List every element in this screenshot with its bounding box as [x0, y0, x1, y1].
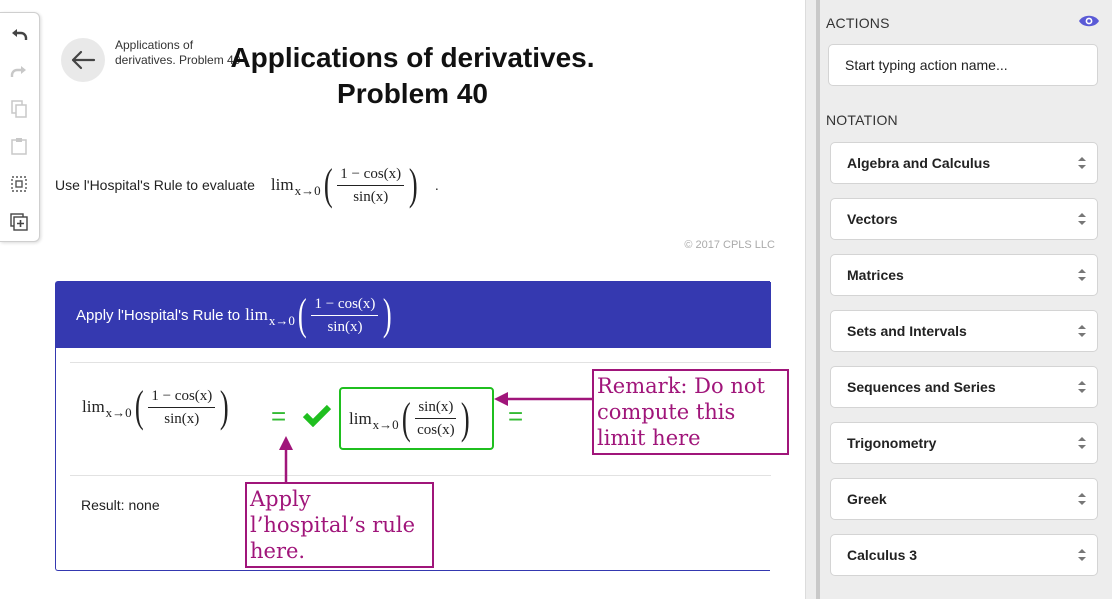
- sidebar: ACTIONS NOTATION Algebra and Calculus Ve…: [816, 0, 1112, 599]
- fraction-numerator: 1 − cos(x): [148, 387, 216, 408]
- lim-subscript: x→0: [268, 313, 295, 328]
- problem-prompt: Use l'Hospital's Rule to evaluate: [55, 177, 255, 193]
- fraction-numerator: 1 − cos(x): [337, 165, 405, 186]
- notation-label: Sequences and Series: [847, 379, 996, 395]
- lim-subscript: x→0: [372, 416, 399, 432]
- notation-label: Sets and Intervals: [847, 323, 967, 339]
- lim-label: lim: [245, 305, 268, 324]
- eye-icon[interactable]: [1078, 14, 1100, 33]
- notation-vectors[interactable]: Vectors: [830, 198, 1098, 240]
- select-arrows-icon: [1078, 549, 1086, 561]
- notation-matrices[interactable]: Matrices: [830, 254, 1098, 296]
- left-paren: (: [323, 160, 333, 209]
- undo-icon[interactable]: [6, 21, 32, 47]
- notation-heading: NOTATION: [826, 112, 898, 128]
- lim-label: lim: [82, 397, 105, 416]
- notation-algebra-and-calculus[interactable]: Algebra and Calculus: [830, 142, 1098, 184]
- fraction-denominator: sin(x): [353, 188, 389, 205]
- notation-label: Algebra and Calculus: [847, 155, 991, 171]
- insert-box-icon[interactable]: [6, 209, 32, 235]
- arrow-left-icon: [71, 50, 96, 70]
- select-arrows-icon: [1078, 213, 1086, 225]
- step-header-label: Apply l'Hospital's Rule to: [76, 306, 241, 324]
- apply-annotation: Apply l’hospital’s rule here.: [245, 482, 434, 568]
- main-panel: Applications of derivatives. Problem 40 …: [0, 0, 806, 599]
- left-paren: (: [297, 290, 307, 339]
- notation-label: Vectors: [847, 211, 898, 227]
- checkmark-icon: [302, 403, 332, 432]
- next-equals-sign[interactable]: =: [508, 401, 524, 431]
- remark-annotation: Remark: Do not compute this limit here: [592, 369, 789, 455]
- fraction-denominator: sin(x): [327, 318, 363, 335]
- edit-toolbar: [0, 12, 40, 242]
- redo-icon[interactable]: [6, 58, 32, 84]
- left-paren: (: [134, 382, 144, 431]
- lim-label: lim: [349, 408, 372, 428]
- notation-label: Matrices: [847, 267, 904, 283]
- lim-subscript: x→0: [294, 183, 321, 198]
- notation-greek[interactable]: Greek: [830, 478, 1098, 520]
- notation-calculus-3[interactable]: Calculus 3: [830, 534, 1098, 576]
- select-arrows-icon: [1078, 381, 1086, 393]
- notation-sets-and-intervals[interactable]: Sets and Intervals: [830, 310, 1098, 352]
- copy-icon[interactable]: [6, 96, 32, 122]
- select-arrows-icon: [1078, 493, 1086, 505]
- notation-sequences-and-series[interactable]: Sequences and Series: [830, 366, 1098, 408]
- actions-heading: ACTIONS: [826, 15, 890, 31]
- fraction-numerator: sin(x): [415, 398, 457, 419]
- select-region-icon[interactable]: [6, 171, 32, 197]
- paste-icon[interactable]: [6, 133, 32, 159]
- fraction-numerator: 1 − cos(x): [311, 295, 379, 316]
- notation-label: Calculus 3: [847, 547, 918, 563]
- result-text: Result: none: [81, 497, 160, 513]
- right-paren: ): [461, 393, 471, 443]
- fraction-denominator: cos(x): [417, 422, 455, 438]
- lim-subscript: x→0: [105, 405, 132, 420]
- back-button[interactable]: [61, 38, 105, 82]
- left-paren: (: [401, 393, 411, 443]
- fraction-denominator: sin(x): [164, 410, 200, 427]
- right-paren: ): [409, 160, 418, 209]
- copyright: © 2017 CPLS LLC: [684, 239, 775, 251]
- trailing-period: .: [434, 177, 439, 193]
- lim-label: lim: [270, 175, 294, 194]
- notation-label: Trigonometry: [847, 435, 937, 451]
- annotation-arrows: [279, 392, 592, 482]
- page-title: Applications of derivatives. Problem 40: [230, 42, 595, 109]
- breadcrumb: Applications of derivatives. Problem 40: [115, 38, 241, 67]
- equals-sign[interactable]: =: [271, 401, 287, 431]
- right-paren: ): [220, 382, 230, 431]
- select-arrows-icon: [1078, 437, 1086, 449]
- action-search-input[interactable]: [828, 44, 1098, 86]
- select-arrows-icon: [1078, 269, 1086, 281]
- select-arrows-icon: [1078, 157, 1086, 169]
- right-paren: ): [383, 290, 393, 339]
- notation-label: Greek: [847, 491, 887, 507]
- select-arrows-icon: [1078, 325, 1086, 337]
- notation-trigonometry[interactable]: Trigonometry: [830, 422, 1098, 464]
